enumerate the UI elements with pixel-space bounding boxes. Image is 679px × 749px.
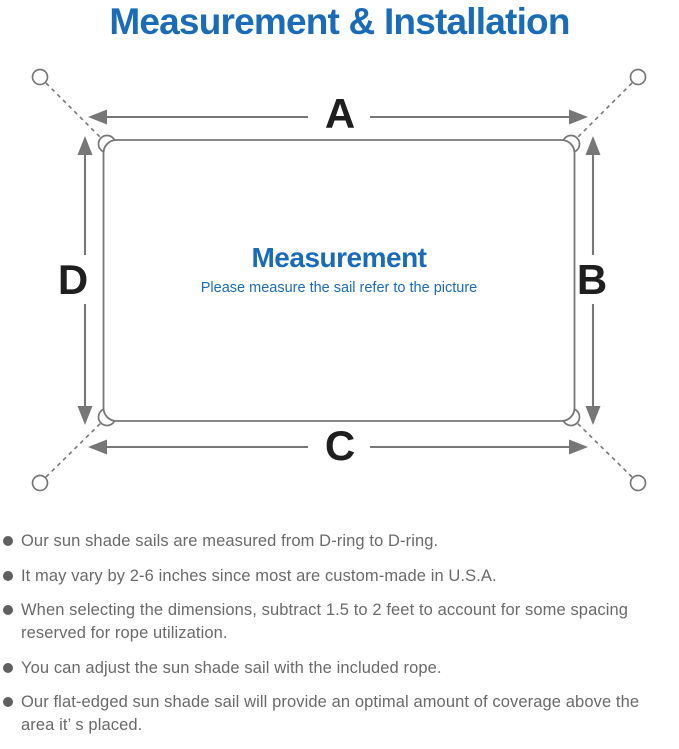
rope-line-top-right: [569, 82, 633, 146]
note-item: Our flat-edged sun shade sail will provi…: [3, 691, 676, 737]
anchor-point-icon-bottom-left: [31, 474, 49, 492]
note-text: Our sun shade sails are measured from D-…: [21, 532, 439, 550]
arrow-c-head-left: [88, 439, 107, 455]
arrow-b-head-bottom: [585, 406, 601, 425]
note-item: Our sun shade sails are measured from D-…: [3, 530, 676, 553]
note-text: It may vary by 2-6 inches since most are…: [21, 566, 497, 585]
bullet-icon: [3, 605, 13, 615]
arrow-c-head-right: [569, 439, 588, 455]
arrow-b-head-top: [585, 136, 601, 155]
bullet-icon: [3, 536, 13, 546]
sail-caption-subtitle: Please measure the sail refer to the pic…: [200, 280, 478, 296]
arrow-a-head-left: [88, 109, 107, 125]
dimension-label-b: B: [576, 256, 608, 303]
arrow-d-head-bottom: [77, 406, 93, 425]
note-text: You can adjust the sun shade sail with t…: [21, 658, 442, 677]
bullet-icon: [3, 697, 13, 707]
page-title: Measurement & Installation: [109, 1, 570, 42]
rope-line-top-left: [45, 82, 109, 146]
sail-caption-title: Measurement: [251, 242, 427, 273]
anchor-point-icon-top-right: [629, 68, 647, 86]
anchor-point-icon-bottom-right: [629, 474, 647, 492]
dimension-label-c: C: [324, 422, 356, 469]
measurement-diagram: [31, 68, 647, 492]
dimension-label-a: A: [324, 90, 356, 137]
bullet-icon: [3, 662, 13, 673]
note-item: It may vary by 2-6 inches since most are…: [3, 565, 676, 588]
note-text: Our flat-edged sun shade sail will provi…: [21, 693, 640, 734]
arrow-a-head-right: [569, 109, 588, 125]
sail-caption: Measurement Please measure the sail refe…: [103, 242, 575, 296]
bullet-icon: [3, 570, 13, 581]
note-text: When selecting the dimensions, subtract …: [21, 601, 629, 642]
rope-line-bottom-right: [569, 415, 633, 478]
note-item: You can adjust the sun shade sail with t…: [3, 657, 676, 680]
rope-line-bottom-left: [45, 415, 109, 478]
arrow-d-head-top: [77, 136, 93, 155]
notes-list: Our sun shade sails are measured from D-…: [3, 530, 676, 749]
anchor-point-icon-top-left: [31, 68, 49, 86]
dimension-label-d: D: [57, 256, 89, 303]
sail-outline: [102, 139, 576, 422]
note-item: When selecting the dimensions, subtract …: [3, 599, 676, 645]
